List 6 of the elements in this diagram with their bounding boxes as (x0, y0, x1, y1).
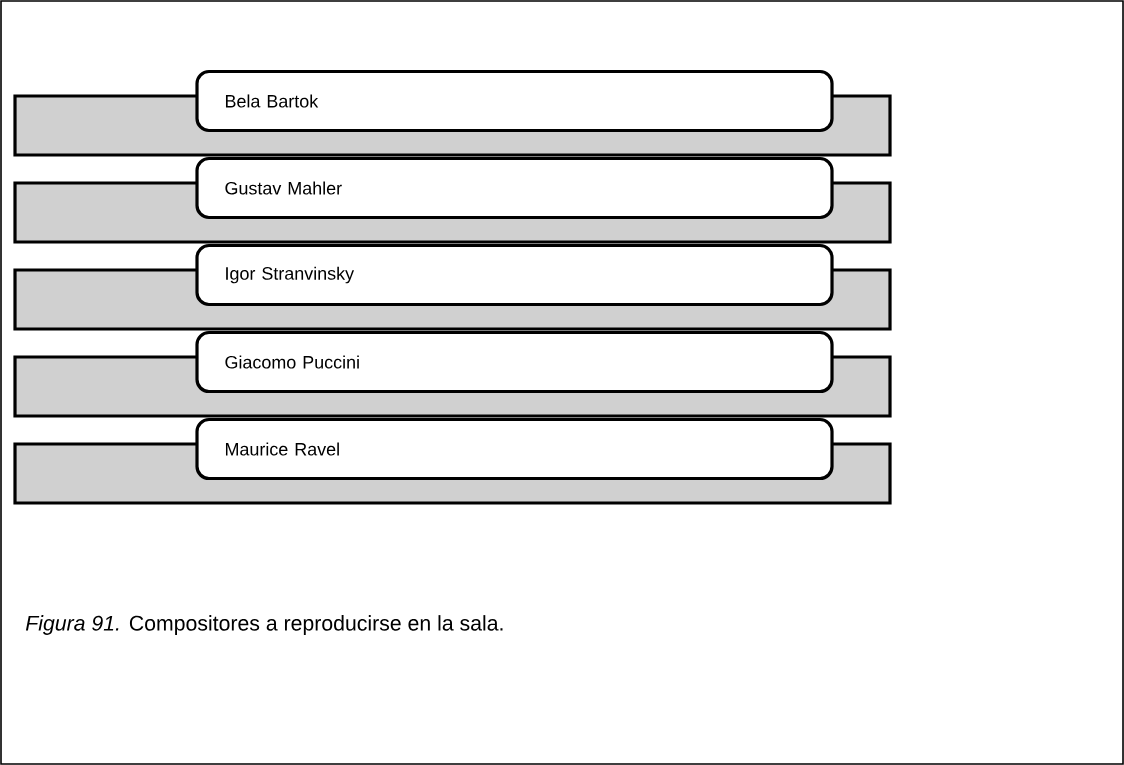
name-box: Giacomo Puccini (195, 330, 834, 394)
name-box: Bela Bartok (195, 69, 834, 133)
caption: Figura 91. Compositores a reproducirse en la sala. (25, 615, 503, 635)
name-box: Gustav Mahler (195, 156, 834, 220)
name-box: Maurice Ravel (195, 417, 834, 481)
name-box: Igor Stranvinsky (195, 243, 834, 307)
